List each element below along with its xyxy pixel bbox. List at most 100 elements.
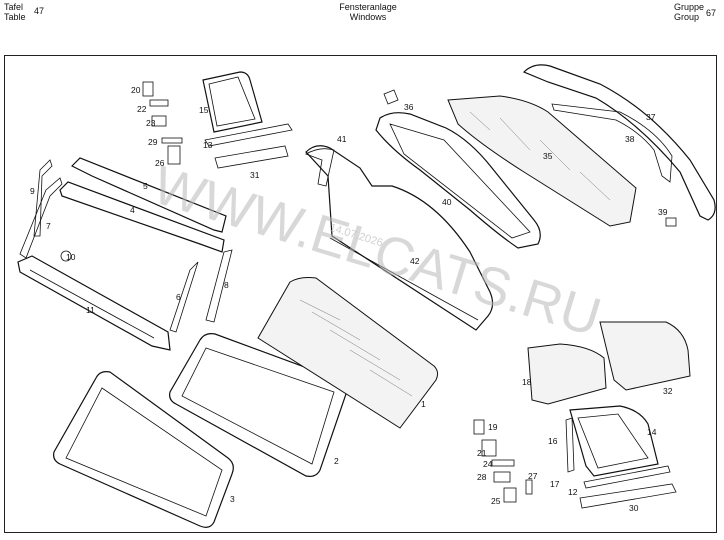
part-42-rear-seal <box>305 145 494 331</box>
label-part-17: 17 <box>550 479 560 489</box>
label-part-25: 25 <box>491 496 501 506</box>
label-part-24: 24 <box>483 459 493 469</box>
part-3-inner-edge <box>65 387 223 517</box>
part-42-lower-edge <box>329 237 479 321</box>
label-part-2: 2 <box>334 456 339 466</box>
part-2-inner-edge <box>181 347 335 465</box>
label-part-8: 8 <box>224 280 229 290</box>
part-32-quarter-glass <box>599 321 691 391</box>
part-13-strip <box>204 123 293 147</box>
label-part-22: 22 <box>137 104 147 114</box>
label-part-27: 27 <box>528 471 538 481</box>
group-label-en: Group <box>674 12 700 22</box>
label-part-31: 31 <box>250 170 260 180</box>
part-16-strip <box>565 417 575 473</box>
title-en: Windows <box>349 12 387 22</box>
label-part-12: 12 <box>568 487 578 497</box>
label-part-13: 13 <box>203 140 213 150</box>
label-part-10: 10 <box>66 252 76 262</box>
watermark: WWW.ELCATS.RU 14.07.2026 <box>146 155 607 348</box>
part-23-shape <box>151 115 167 127</box>
part-27-shape <box>525 479 533 495</box>
part-24-shape <box>491 459 515 467</box>
part-26-shape <box>167 145 181 165</box>
label-part-21: 21 <box>477 448 487 458</box>
label-part-23: 23 <box>146 118 156 128</box>
label-part-15: 15 <box>199 105 209 115</box>
table-label-de: Tafel <box>4 2 24 12</box>
part-38-strip <box>551 103 673 183</box>
part-31-sill <box>214 145 289 169</box>
part-6-strip <box>169 261 199 333</box>
label-part-5: 5 <box>143 181 148 191</box>
label-part-14: 14 <box>647 427 657 437</box>
part-14-vent-window <box>569 405 659 477</box>
group-label: Gruppe Group 67 <box>674 2 718 22</box>
part-40-inner-edge <box>389 123 531 239</box>
part-21-shape <box>481 439 497 457</box>
part-19-shape <box>473 419 485 435</box>
part-28-shape <box>493 471 511 483</box>
label-part-38: 38 <box>625 134 635 144</box>
title-de: Fensteranlage <box>339 2 397 12</box>
part-1-hatching <box>299 299 413 397</box>
part-22-shape <box>149 99 169 107</box>
part-37-rear-seal <box>522 64 716 221</box>
label-part-39: 39 <box>658 207 668 217</box>
part-4-roof-rail <box>59 181 225 253</box>
label-part-28: 28 <box>477 472 487 482</box>
label-part-20: 20 <box>131 85 141 95</box>
group-number: 67 <box>706 8 717 18</box>
table-label-en: Table <box>4 12 26 22</box>
part-10-grommet <box>60 250 72 262</box>
part-36-clip <box>383 89 399 105</box>
group-label-de: Gruppe <box>674 2 705 12</box>
label-part-36: 36 <box>404 102 414 112</box>
part-30-sill <box>579 483 677 509</box>
part-18-door-glass <box>527 343 607 405</box>
part-29-shape <box>161 137 183 144</box>
part-2-windshield-seal <box>169 333 347 477</box>
label-part-42: 42 <box>410 256 420 266</box>
page-title: Fensteranlage Windows <box>332 2 404 22</box>
latch-hardware-group <box>142 81 183 165</box>
diagram-frame <box>4 55 717 533</box>
part-12-strip <box>583 465 671 489</box>
part-14-inner <box>577 413 649 469</box>
part-39-clip <box>665 217 677 227</box>
label-part-19: 19 <box>488 422 498 432</box>
part-9-pillar <box>33 159 53 237</box>
label-part-7: 7 <box>46 221 51 231</box>
label-part-32: 32 <box>663 386 673 396</box>
label-part-6: 6 <box>176 292 181 302</box>
part-41-trim <box>305 148 335 187</box>
part-11-inner-line <box>29 269 155 339</box>
label-part-11: 11 <box>86 305 95 315</box>
part-11-frame <box>17 255 171 351</box>
label-part-4: 4 <box>130 205 135 215</box>
part-7-pillar <box>19 177 63 259</box>
part-35-rear-glass <box>447 95 637 227</box>
label-part-35: 35 <box>543 151 553 161</box>
label-part-16: 16 <box>548 436 558 446</box>
part-40-rear-glass-frame <box>375 112 541 249</box>
part-25-shape <box>503 487 517 503</box>
label-part-40: 40 <box>442 197 452 207</box>
label-part-37: 37 <box>646 112 656 122</box>
label-part-1: 1 <box>421 399 426 409</box>
part-5-roof-rail <box>70 157 227 233</box>
label-part-26: 26 <box>155 158 165 168</box>
part-35-hatching <box>469 111 611 201</box>
part-8-strip <box>205 249 233 323</box>
label-part-30: 30 <box>629 503 639 513</box>
part-15-quarter-glass <box>202 71 263 133</box>
part-20-shape <box>142 81 154 97</box>
label-part-3: 3 <box>230 494 235 504</box>
part-15-inner-frame <box>208 76 256 127</box>
part-3-rear-window-seal <box>53 371 234 528</box>
table-label: Tafel Table 47 <box>4 2 44 22</box>
part-labels: 20 22 23 29 26 15 13 31 9 5 4 7 10 11 6 … <box>30 85 673 513</box>
label-part-41: 41 <box>337 134 347 144</box>
label-part-29: 29 <box>148 137 158 147</box>
label-part-18: 18 <box>522 377 532 387</box>
